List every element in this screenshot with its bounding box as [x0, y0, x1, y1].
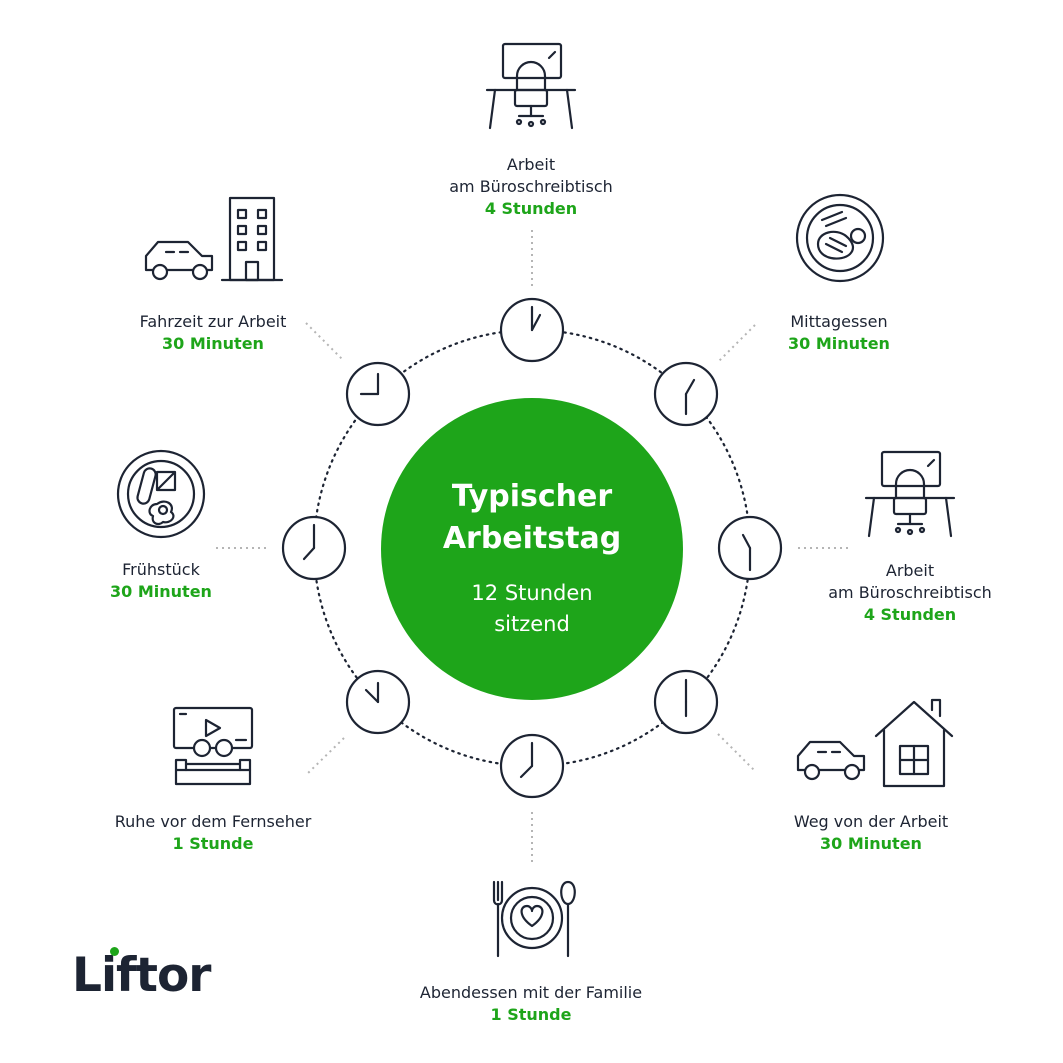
clock-icon	[345, 669, 411, 735]
connector-lines	[216, 230, 852, 862]
clock-icon	[345, 361, 411, 427]
clock-icon	[653, 669, 719, 735]
clock-icon	[499, 297, 565, 363]
clock-icon	[653, 361, 719, 427]
label-abendessen: Abendessen mit der Familie 1 Stunde	[419, 983, 643, 1024]
center-circle: Typischer Arbeitstag 12 Stunden sitzend	[381, 398, 683, 700]
clock-icon	[281, 515, 347, 581]
dinner-plate-heart-icon	[492, 880, 576, 958]
liftor-logo: Liftor	[72, 948, 211, 1003]
center-subtitle: 12 Stunden sitzend	[471, 581, 593, 636]
office-desk-icon	[864, 450, 956, 538]
label-fruehstueck: Frühstück 30 Minuten	[110, 560, 212, 601]
lunch-plate-icon	[795, 193, 885, 283]
label-mittagessen: Mittagessen 30 Minuten	[788, 312, 890, 353]
connector-line	[717, 324, 756, 363]
connector-line	[305, 737, 345, 776]
office-desk-icon	[485, 42, 577, 130]
label-weg-von-arbeit: Weg von der Arbeit 30 Minuten	[793, 812, 949, 853]
label-arbeit-top: Arbeit am Büroschreibtisch 4 Stunden	[449, 155, 613, 218]
car-house-icon	[796, 698, 954, 788]
logo-dot	[110, 947, 119, 956]
tv-sofa-icon	[172, 706, 254, 786]
center-title: Typischer Arbeitstag	[442, 479, 622, 556]
breakfast-plate-icon	[116, 449, 206, 539]
clock-icon	[717, 515, 783, 581]
label-fernseher: Ruhe vor dem Fernseher 1 Stunde	[114, 812, 312, 853]
car-building-icon	[144, 196, 284, 282]
label-arbeit-right: Arbeit am Büroschreibtisch 4 Stunden	[828, 561, 992, 624]
clock-icon	[499, 733, 565, 799]
label-fahrzeit: Fahrzeit zur Arbeit 30 Minuten	[139, 312, 287, 353]
connector-line	[717, 733, 756, 772]
clocks	[281, 297, 783, 799]
